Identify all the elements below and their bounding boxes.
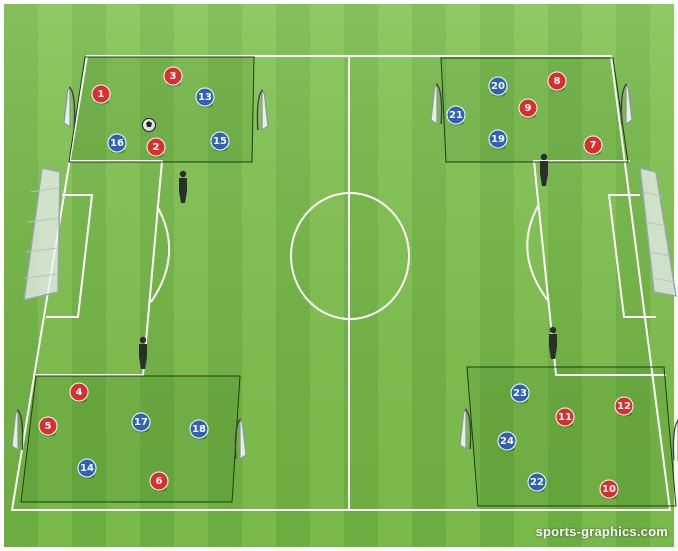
zone-bottom-left-shade bbox=[21, 376, 240, 502]
player-number: 4 bbox=[76, 387, 83, 398]
player-number: 7 bbox=[590, 140, 597, 151]
player-number: 5 bbox=[45, 421, 52, 432]
player-number: 10 bbox=[602, 484, 616, 495]
ball bbox=[143, 119, 156, 132]
player-number: 13 bbox=[198, 92, 212, 103]
player-number: 6 bbox=[156, 476, 163, 487]
player-number: 20 bbox=[491, 81, 505, 92]
player-number: 12 bbox=[617, 401, 631, 412]
player-number: 2 bbox=[153, 142, 160, 153]
player-number: 9 bbox=[525, 103, 532, 114]
player-number: 17 bbox=[134, 417, 148, 428]
player-number: 21 bbox=[449, 110, 463, 121]
player-number: 15 bbox=[213, 136, 227, 147]
player-number: 18 bbox=[192, 424, 206, 435]
player-number: 8 bbox=[554, 76, 561, 87]
zone-bottom-right-shade bbox=[467, 367, 676, 506]
player-number: 19 bbox=[491, 134, 505, 145]
mini-goal-icon bbox=[673, 420, 678, 460]
player-number: 3 bbox=[170, 71, 177, 82]
player-number: 22 bbox=[530, 477, 544, 488]
player-number: 23 bbox=[513, 388, 527, 399]
player-number: 11 bbox=[558, 412, 572, 423]
player-number: 14 bbox=[80, 463, 94, 474]
player-number: 24 bbox=[500, 436, 514, 447]
watermark-text: sports-graphics.com bbox=[536, 524, 668, 539]
player-number: 16 bbox=[110, 138, 124, 149]
player-number: 1 bbox=[98, 89, 105, 100]
